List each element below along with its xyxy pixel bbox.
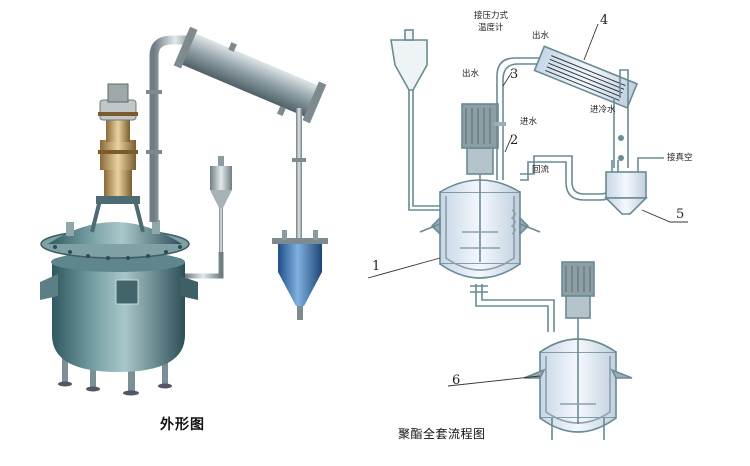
exterior-view [40,25,328,396]
label-water-out-top: 出水 [532,30,550,41]
label-vacuum: 接真空 [667,152,693,163]
receiver-tank [272,230,328,320]
number-2: 2 [510,133,518,148]
manhole-plate [116,280,138,304]
label-water-in: 进水 [520,116,538,127]
number-4: 4 [600,13,608,28]
leader-6 [448,376,540,386]
label-water-out-left: 出水 [462,68,480,79]
number-1: 1 [372,259,380,274]
separator-funnel [210,156,232,254]
process-flow-caption: 聚酯全套流程图 [398,425,486,442]
label-cooling-in: 进冷水 [590,104,616,115]
reactor-1 [420,104,540,278]
number-3: 3 [510,67,518,82]
label-thermometer-line2: 温度计 [478,22,504,33]
reactor-vessel-body [52,262,185,372]
label-thermometer-line1: 接压力式 [474,10,509,21]
condenser [172,25,327,127]
support-lug-left [40,274,58,300]
reactor-6 [524,262,632,440]
leader-4 [584,24,598,60]
support-lug-right [180,276,198,300]
process-flow [368,24,688,440]
vessel-side-outlet [185,252,221,276]
number-6: 6 [452,373,460,388]
condensate-downcomer [296,108,302,240]
feed-funnel [391,30,440,210]
label-reflux: 回流 [532,164,550,175]
exterior-view-caption: 外形图 [160,414,205,434]
number-5: 5 [676,207,684,222]
agitator-motor [98,84,138,196]
